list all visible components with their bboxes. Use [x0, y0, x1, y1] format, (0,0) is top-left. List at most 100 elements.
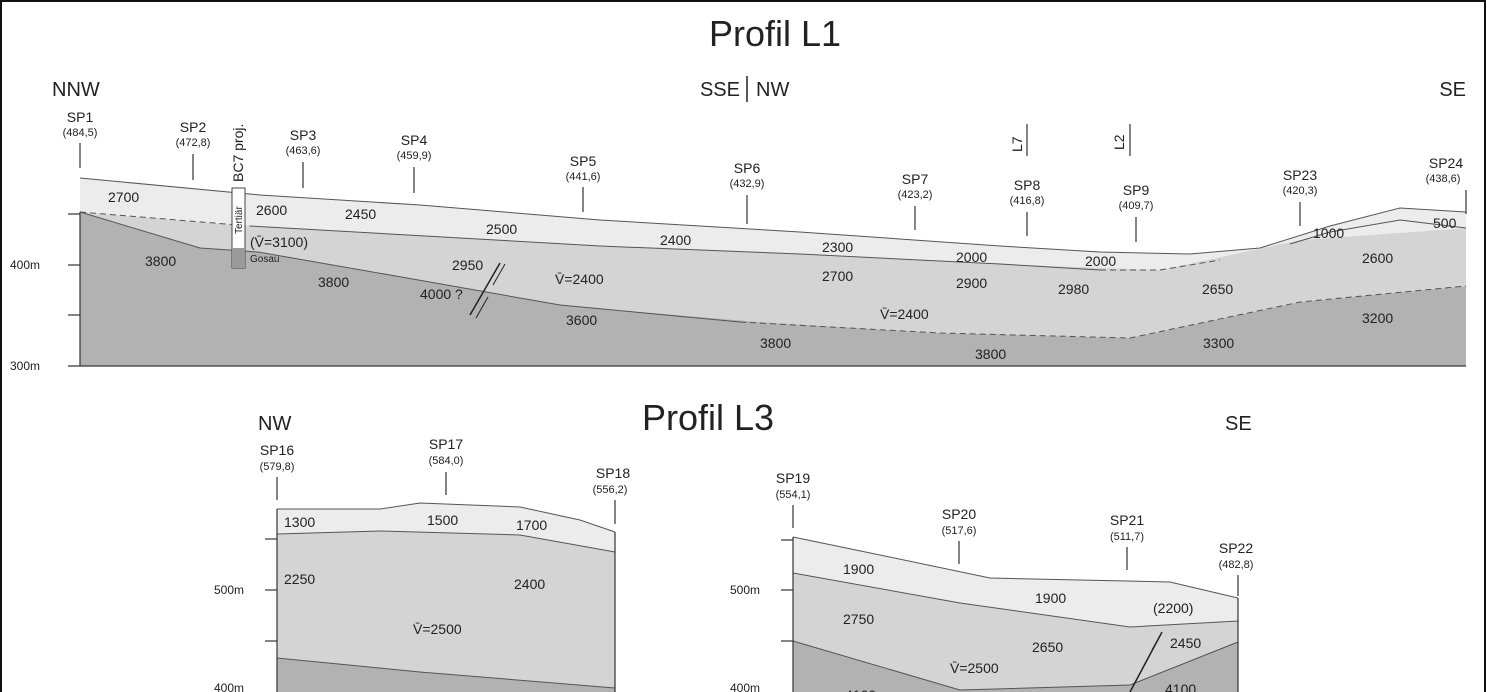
l3w-depth-500: 500m	[214, 583, 244, 597]
shot-point: SP22 (482,8)	[1219, 540, 1254, 596]
l3e-layer-top	[793, 537, 1238, 627]
shot-point: SP20 (517,6)	[942, 506, 977, 564]
shot-point-elevation: (423,2)	[898, 189, 933, 201]
velocity-label: 2600	[256, 202, 287, 218]
l1-depth-300: 300m	[10, 359, 40, 373]
l3e-surface	[792, 536, 1239, 599]
shot-point-name: SP5	[570, 153, 597, 169]
shot-point-name: SP21	[1110, 512, 1144, 528]
velocity-label: (2200)	[1153, 600, 1193, 616]
shot-point-elevation: (584,0)	[429, 455, 464, 467]
shot-point: SP19(554,1)	[776, 470, 810, 528]
direction-nw: NW	[756, 79, 789, 101]
shot-point: SP6 (432,9)	[730, 160, 765, 224]
shot-point-elevation: (517,6)	[942, 525, 977, 537]
shot-point-name: SP20	[942, 506, 976, 522]
shot-point-elevation: (432,9)	[730, 178, 765, 190]
shot-point: SP8 (416,8)	[1010, 177, 1045, 236]
shot-point-name: SP7	[902, 171, 929, 187]
direction-nnw: NNW	[52, 79, 100, 101]
shot-point-elevation: (579,8)	[260, 461, 295, 473]
velocity-label: V̄=2400	[880, 306, 929, 322]
velocity-label: V̄=2400	[555, 271, 604, 287]
shot-point-name: SP6	[734, 160, 761, 176]
shot-point-elevation: (416,8)	[1010, 195, 1045, 207]
shot-point-elevation: (441,6)	[566, 171, 601, 183]
direction-nw-l3: NW	[258, 413, 291, 435]
velocity-label: 3300	[1203, 335, 1234, 351]
l1-shot-points: SP1(484,5) SP2(472,8) SP3(463,6) SP4(459…	[63, 109, 1467, 242]
velocity-label: 2250	[284, 571, 315, 587]
crossing-l7: L7	[1009, 136, 1025, 152]
velocity-label: 2950	[452, 257, 483, 273]
l1-fault-arrow-down	[475, 296, 489, 319]
l3w-layer-middle	[277, 531, 615, 688]
shot-point-name: SP8	[1014, 177, 1041, 193]
shot-point-elevation: (482,8)	[1219, 559, 1254, 571]
shot-point-elevation: (463,6)	[286, 145, 321, 157]
velocity-label: 2700	[108, 189, 139, 205]
shot-point-name: SP2	[180, 119, 207, 135]
borehole-gosau-label: Gosau	[250, 254, 279, 265]
borehole-bc7-label: BC7 proj.	[230, 124, 246, 182]
l1-boundary-1-dashed-east	[1100, 259, 1221, 271]
shot-point-name: SP24	[1429, 155, 1463, 171]
shot-point: SP17 (584,0)	[429, 436, 464, 495]
l1-boundary-1-dashed	[79, 211, 251, 227]
profile-l1-title: Profil L1	[709, 13, 841, 54]
l3w-surface	[277, 502, 616, 533]
shot-point: SP21(511,7)	[1110, 512, 1144, 570]
shot-point-name: SP4	[401, 132, 428, 148]
l3-velocity-labels: 1300 1500 1700 2250 2400 V̄=2500 1900 19…	[284, 512, 1201, 692]
velocity-label: V̄=2500	[950, 660, 999, 676]
shot-point-name: SP3	[290, 127, 317, 143]
l1-fault-arrow-up	[492, 263, 506, 286]
velocity-label: 3600	[566, 312, 597, 328]
l3e-depth-500: 500m	[730, 583, 760, 597]
borehole-gosau-fill	[232, 248, 245, 268]
velocity-label: 2650	[1032, 639, 1063, 655]
velocity-label: 1000	[1313, 225, 1344, 241]
velocity-label: 4100	[845, 687, 876, 692]
l3w-depth-400: 400m	[214, 681, 244, 692]
l3-fault-arrow	[1151, 635, 1161, 651]
l1-boundary-2	[79, 211, 741, 323]
velocity-label: 3800	[760, 335, 791, 351]
shot-point: SP7 (423,2)	[898, 171, 933, 230]
l1-boundary-2-dashed	[739, 285, 1467, 339]
velocity-label: 3800	[975, 346, 1006, 362]
velocity-label: 2900	[956, 275, 987, 291]
velocity-label: 2450	[345, 206, 376, 222]
shot-point-name: SP23	[1283, 167, 1317, 183]
shot-point-elevation: (472,8)	[176, 137, 211, 149]
profile-l1: Profil L1 NNW SSE NW SE 400m 300m BC7 pr…	[10, 13, 1467, 373]
shot-point-name: SP22	[1219, 540, 1253, 556]
velocity-label: 2500	[486, 221, 517, 237]
shot-point: SP18(556,2)	[593, 465, 630, 524]
direction-sse: SSE	[700, 79, 740, 101]
shot-point-name: SP17	[429, 436, 463, 452]
shot-point-name: SP16	[260, 442, 294, 458]
shot-point-name: SP9	[1123, 182, 1150, 198]
velocity-label: 1700	[516, 517, 547, 533]
velocity-label: 1300	[284, 514, 315, 530]
shot-point-elevation: (409,7)	[1119, 200, 1154, 212]
l3e-boundary-1	[792, 572, 1239, 628]
l3e-layer-deep	[793, 641, 1238, 692]
velocity-label: 3800	[145, 253, 176, 269]
l3e-boundary-2	[792, 640, 1239, 691]
velocity-label: 2000	[1085, 253, 1116, 269]
velocity-label: 1900	[1035, 590, 1066, 606]
velocity-label: 2650	[1202, 281, 1233, 297]
velocity-label: 2700	[822, 268, 853, 284]
l1-boundary-1	[249, 225, 1101, 271]
l1-layer-deep	[80, 212, 1466, 366]
velocity-label: 2450	[1170, 635, 1201, 651]
shot-point-name: SP19	[776, 470, 810, 486]
borehole-tertiar-label: Tertiär	[234, 206, 245, 234]
shot-point-elevation: (484,5)	[63, 127, 98, 139]
l1-layer-top	[80, 178, 1466, 270]
